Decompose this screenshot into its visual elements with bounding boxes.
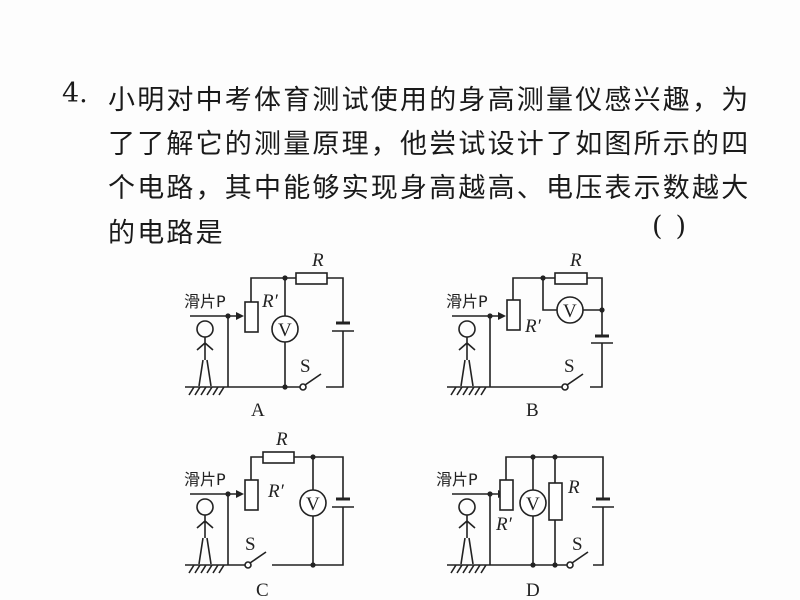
circuit-d: 滑片P R′ R V S D [436,454,614,600]
question-line-1: 小明对中考体育测试使用的身高测量仪感兴趣，为 [108,85,751,116]
question-line-4: 的电路是 [108,218,225,249]
question-line-2: 了了解它的测量原理，他尝试设计了如图所示的四 [108,129,751,160]
question-number: 4. [62,78,88,109]
option-label-c: C [256,580,269,600]
voltmeter-label: V [526,494,540,515]
voltmeter [556,296,584,324]
fixed-resistor [548,482,563,521]
question-line-3: 个电路，其中能够实现身高越高、电压表示数越大 [108,173,751,204]
variable-resistor [506,299,521,331]
option-label-b: B [526,400,539,421]
switch-label: S [572,534,583,555]
voltmeter-label: V [306,494,320,515]
fixed-resistor-label: R [567,477,580,498]
switch [561,383,569,391]
variable-resistor-label: R′ [524,316,542,337]
switch [299,383,307,391]
circuit-a: 滑片P R′ R V S A [184,250,354,421]
voltmeter [299,489,327,517]
voltmeter-label: V [563,301,577,322]
switch [566,561,574,569]
slider-label: 滑片P [184,292,226,311]
switch-label: S [564,356,575,377]
variable-resistor-label: R′ [267,481,285,502]
variable-resistor [244,301,259,333]
option-label-d: D [526,580,540,600]
voltmeter [271,315,299,343]
variable-resistor [499,479,514,511]
switch [244,561,252,569]
circuit-c: 滑片P R′ R V S C [184,429,354,600]
fixed-resistor-label: R [311,250,324,271]
slider-label: 滑片P [184,470,226,489]
fixed-resistor [262,451,295,464]
variable-resistor [244,479,259,511]
switch-label: S [245,534,256,555]
answer-bracket: ( ) [652,211,689,242]
circuit-b: 滑片P R′ R V S B [446,250,613,421]
voltmeter [519,489,547,517]
slider-label: 滑片P [446,292,488,311]
voltmeter-label: V [278,320,292,341]
fixed-resistor-label: R [275,429,288,450]
variable-resistor-label: R′ [495,514,513,535]
fixed-resistor [554,272,588,285]
variable-resistor-label: R′ [261,291,279,312]
fixed-resistor [295,272,328,285]
slider-label: 滑片P [436,470,478,489]
switch-label: S [300,356,311,377]
fixed-resistor-label: R [569,250,582,271]
option-label-a: A [251,400,265,421]
